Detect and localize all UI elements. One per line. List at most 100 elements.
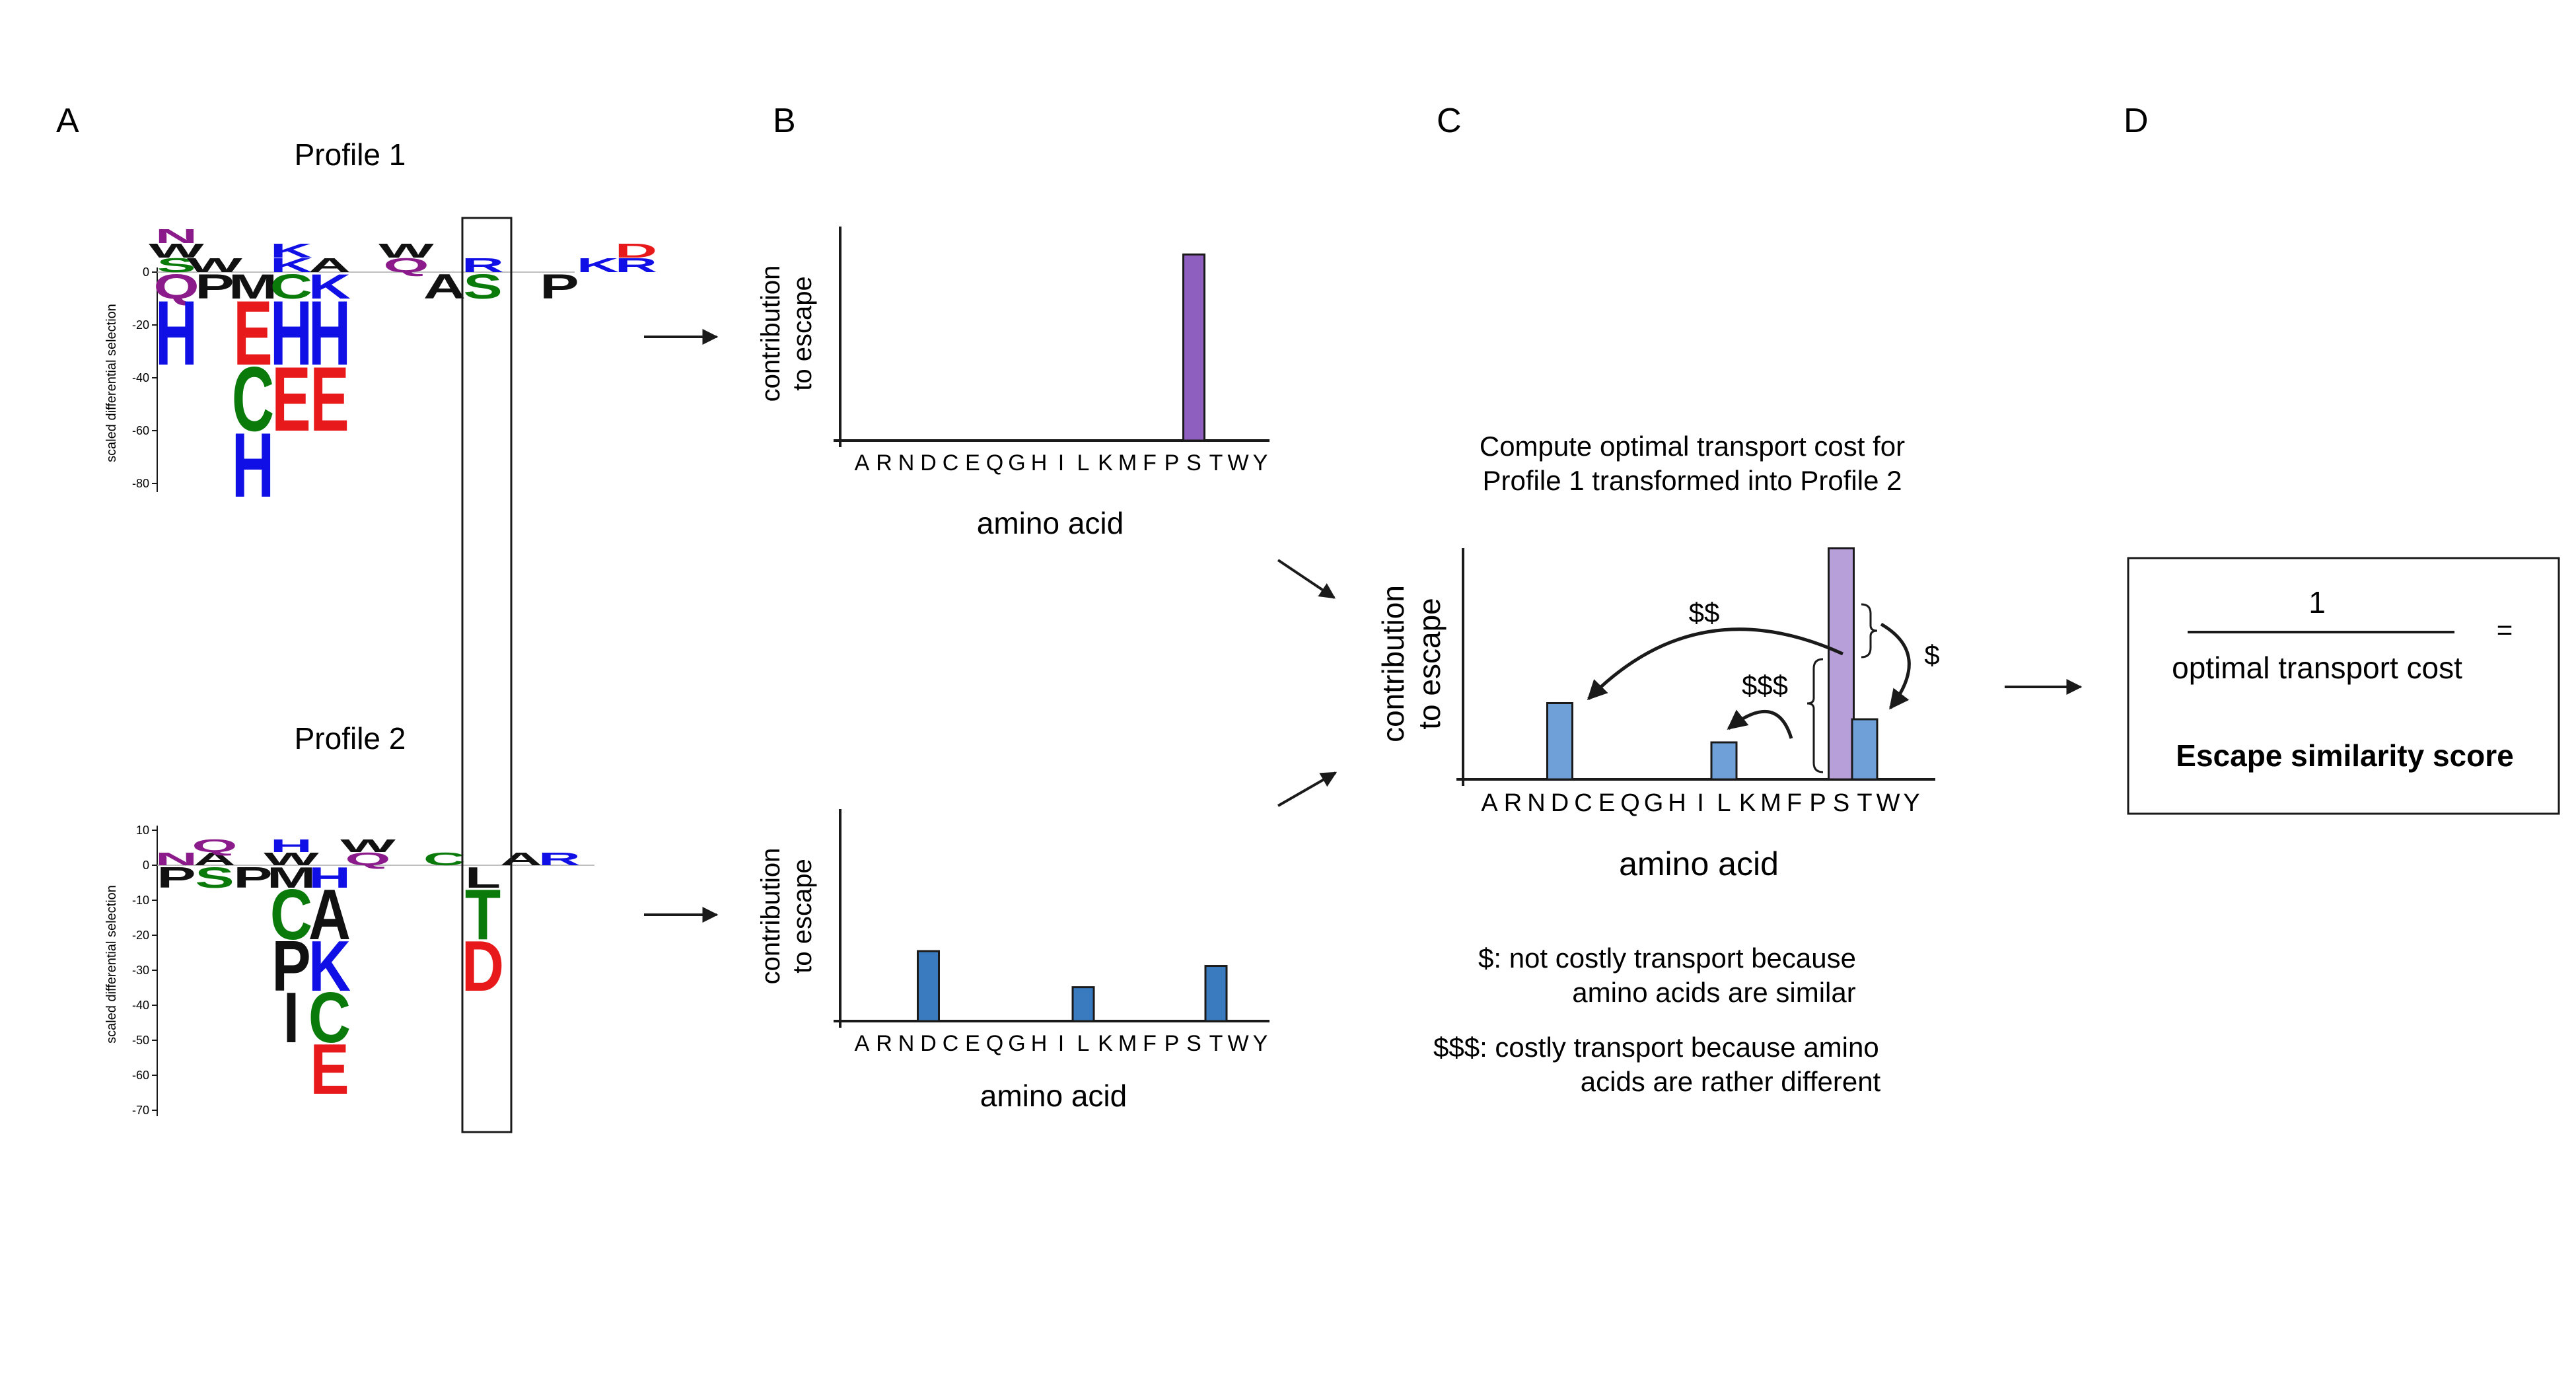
chart-tick-label: L [1077, 450, 1090, 476]
chart-tick-label: D [1551, 789, 1569, 817]
chart-tick-label: Q [1620, 789, 1640, 817]
chart-tick-label: M [1760, 789, 1781, 817]
chart-tick-label: W [1877, 789, 1900, 817]
chart-tick-label: Q [986, 1031, 1003, 1056]
chart-b2-ylabel-line2: to escape [788, 859, 817, 973]
chart-tick-label: I [1697, 789, 1704, 817]
logo-letter-C: C [270, 874, 312, 954]
logo-letter-A: A [194, 849, 236, 869]
chart-tick-label: R [876, 450, 892, 476]
logo-letter-H: H [270, 836, 312, 856]
logo-letter-C: C [270, 267, 312, 306]
logo-letter-K: K [577, 254, 619, 277]
panel-label-d: D [2124, 102, 2149, 140]
chart-tick-label: P [1164, 450, 1180, 476]
logo-letter-H: H [308, 281, 351, 384]
chart-tick-label: Y [1253, 1031, 1268, 1056]
panel-d: 1 optimal transport cost = Escape simila… [2127, 557, 2560, 815]
logo-axis-tick-label: -50 [132, 1034, 149, 1047]
chart-tick-label: A [855, 1031, 870, 1056]
logo-letter-S: S [463, 267, 502, 306]
logo-letter-A: A [423, 267, 466, 306]
logo-axis-tick-label: -40 [132, 999, 149, 1012]
chart-tick-label: K [1098, 450, 1113, 476]
logo-letter-W: W [340, 836, 396, 856]
score-box [2127, 557, 2560, 815]
chart-tick-label: I [1058, 1031, 1064, 1056]
transport-arrow-to-t [1880, 622, 1911, 710]
logo-letter-H: H [308, 861, 351, 894]
logo-axis-tick-label: 0 [143, 266, 149, 279]
logo-axis-tick-label: -60 [132, 424, 149, 437]
logo-axis-tick-label: 10 [136, 824, 149, 837]
chart-bar [1071, 986, 1095, 1022]
logo-letter-W: W [149, 240, 204, 262]
profile2-ylabel: scaled differential selection [104, 885, 119, 1044]
logo-letter-S: S [157, 254, 196, 277]
chart-b1-xlabel: amino acid [977, 506, 1124, 540]
chart-tick-label: P [1164, 1031, 1180, 1056]
logo-letter-N: N [155, 849, 197, 869]
chart-tick-label: L [1077, 1031, 1090, 1056]
chart-bar [917, 950, 940, 1022]
logo-letter-L: L [465, 861, 501, 894]
logo-letter-E: E [310, 347, 349, 450]
logo-letter-P: P [195, 267, 234, 306]
chart-tick-label: C [1574, 789, 1592, 817]
logo-letter-T: T [465, 874, 501, 954]
logo-axis-tick-label: -40 [132, 371, 149, 384]
chart-bar [1710, 741, 1738, 781]
cost-label-t: $ [1924, 639, 1939, 670]
logo-letter-P: P [540, 267, 579, 306]
logo-letter-H: H [270, 281, 312, 384]
logo-letter-E: E [310, 1029, 349, 1109]
chart-tick-label: H [1031, 450, 1048, 476]
logo-letter-K: K [270, 254, 312, 277]
logo-letter-A: A [308, 254, 351, 277]
chart-tick-label: G [1008, 1031, 1025, 1056]
logo-letter-K: K [308, 926, 351, 1006]
arrow-b-to-c-top [1277, 559, 1336, 599]
chart-c-ylabel-line2: to escape [1412, 598, 1447, 729]
brace-lower [1807, 658, 1824, 773]
chart-tick-label: T [1209, 1031, 1223, 1056]
chart-tick-label: Q [986, 450, 1003, 476]
chart-b1-ylabel-line1: contribution [756, 266, 785, 402]
chart-tick-label: D [920, 450, 937, 476]
formula-equals: = [2497, 614, 2513, 645]
logo-axis-tick-label: -20 [132, 929, 149, 942]
chart-tick-label: M [1118, 450, 1137, 476]
chart-tick-label: M [1118, 1031, 1137, 1056]
logo-letter-P: P [233, 861, 272, 894]
chart-tick-label: S [1186, 450, 1201, 476]
chart-b2-ylabel-line1: contribution [756, 848, 785, 985]
note-costly-line2: acids are rather different [1581, 1066, 1881, 1097]
chart-tick-label: C [943, 1031, 959, 1056]
brace-upper [1861, 603, 1878, 658]
logo-letter-A: A [308, 874, 351, 954]
logo-axis-tick-label: -10 [132, 894, 149, 907]
chart-tick-label: E [1598, 789, 1615, 817]
transport-arrow-to-d [1587, 627, 1844, 701]
formula-numerator: 1 [2308, 585, 2326, 620]
chart-tick-label: A [855, 450, 870, 476]
logo-letter-M: M [229, 267, 277, 306]
logo-letter-Q: Q [345, 849, 390, 869]
transport-arrow-to-l [1727, 709, 1793, 739]
panel-label-b: B [773, 102, 796, 140]
chart-tick-label: Y [1903, 789, 1919, 817]
chart-tick-label: R [876, 1031, 892, 1056]
chart-tick-label: P [1809, 789, 1826, 817]
chart-tick-label: E [965, 1031, 980, 1056]
logo-letter-P: P [157, 861, 196, 894]
chart-b1-ylabel-line2: to escape [788, 276, 817, 390]
logo-axis-tick-label: -70 [132, 1104, 149, 1117]
logo-letter-R: R [538, 849, 581, 869]
logo-letter-C: C [232, 347, 274, 450]
logo-axis-tick-label: -30 [132, 964, 149, 977]
profile2-yaxis: 100-10-20-30-40-50-60-70 [132, 824, 594, 1117]
logo-letter-I: I [283, 978, 300, 1057]
